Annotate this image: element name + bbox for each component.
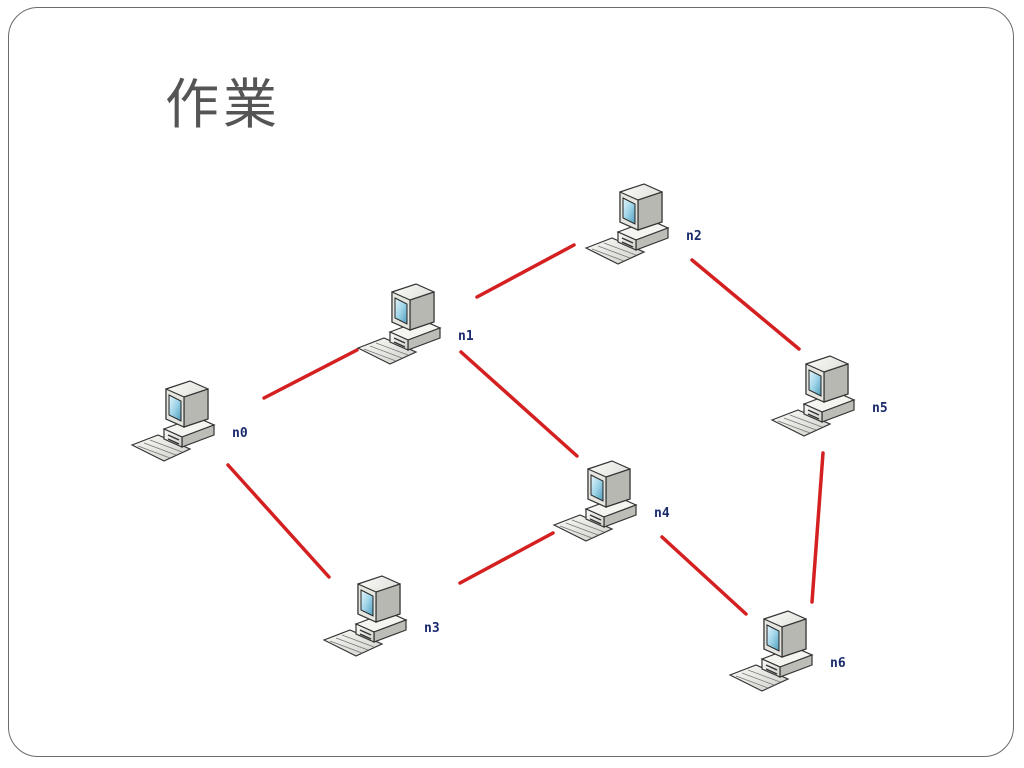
node-n5: n5 [771, 355, 888, 437]
node-label-n5: n5 [872, 401, 888, 416]
node-n3: n3 [323, 575, 440, 657]
computer-icon [357, 283, 441, 365]
node-n2: n2 [585, 183, 702, 265]
link-n2-n5 [690, 258, 801, 351]
link-n1-n4 [459, 350, 579, 458]
node-n6: n6 [729, 610, 846, 692]
slide-title: 作業 [165, 73, 281, 136]
links-layer [226, 243, 825, 616]
link-n0-n1 [262, 348, 359, 400]
node-label-n0: n0 [232, 426, 248, 441]
computer-icon [585, 183, 669, 265]
computer-icon [323, 575, 407, 657]
node-n0: n0 [131, 380, 248, 462]
node-label-n4: n4 [654, 506, 670, 521]
node-label-n1: n1 [458, 329, 474, 344]
node-label-n3: n3 [424, 621, 440, 636]
node-n4: n4 [553, 460, 670, 542]
nodes-layer: n0 n1 n2 n3 n4 n5 n6 [131, 183, 888, 692]
node-label-n6: n6 [830, 656, 846, 671]
link-n1-n2 [475, 243, 576, 299]
link-n0-n3 [226, 463, 331, 579]
link-n3-n4 [458, 531, 555, 585]
node-label-n2: n2 [686, 229, 702, 244]
computer-icon [553, 460, 637, 542]
computer-icon [729, 610, 813, 692]
computer-icon [771, 355, 855, 437]
link-n5-n6 [810, 451, 825, 604]
node-n1: n1 [357, 283, 474, 365]
computer-icon [131, 380, 215, 462]
link-n4-n6 [660, 535, 748, 616]
